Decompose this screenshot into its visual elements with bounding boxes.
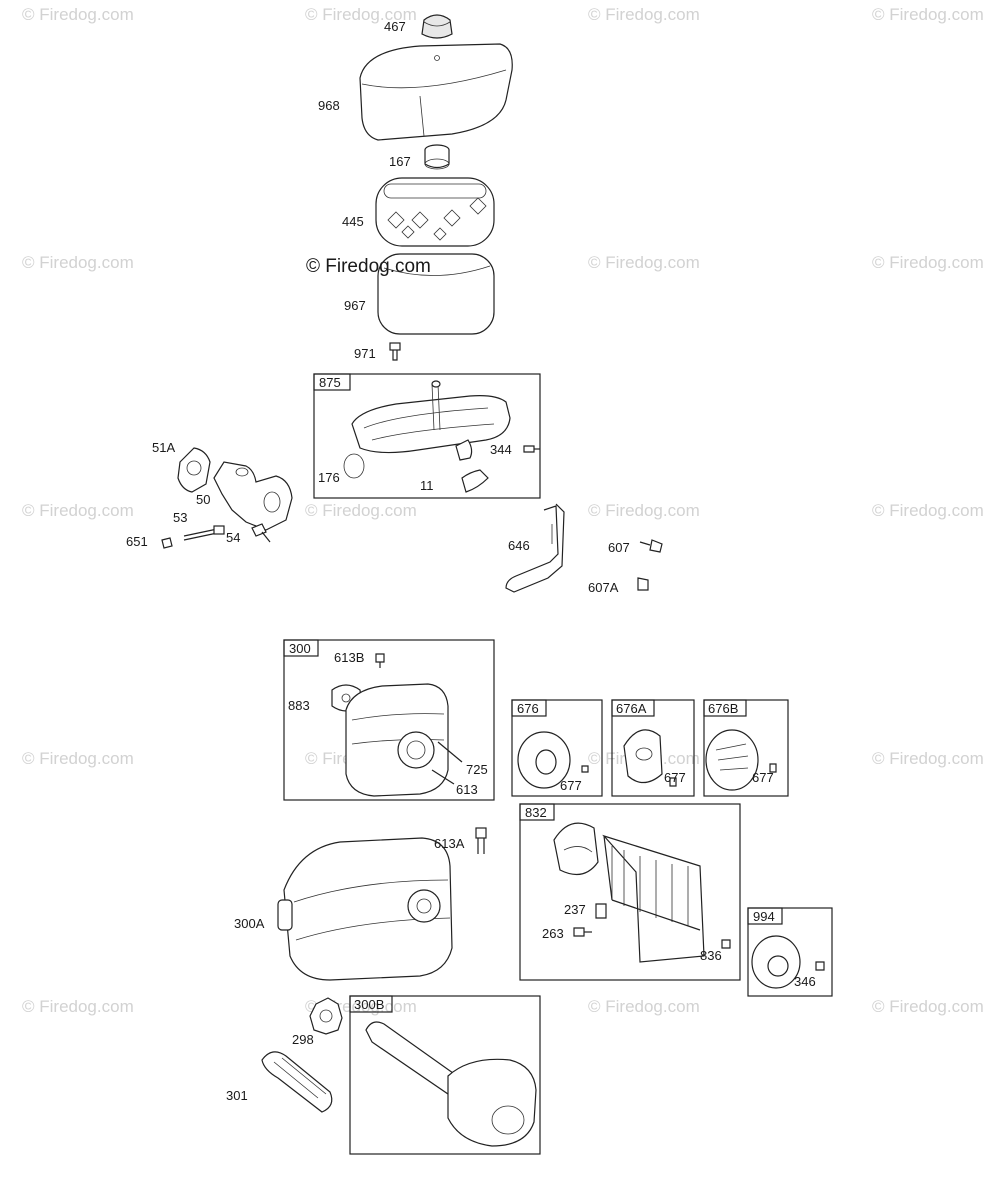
stud-53 — [183, 525, 225, 541]
grommet-167 — [424, 144, 450, 170]
gasket-51a — [177, 447, 211, 493]
callout-613b: 613B — [334, 650, 364, 665]
nut-651 — [161, 537, 173, 549]
callout-298: 298 — [292, 1032, 314, 1047]
watermark: © Firedog.com — [872, 997, 984, 1016]
watermark: © Firedog.com — [22, 997, 134, 1016]
box-994 — [747, 907, 833, 997]
box-676a — [611, 699, 695, 797]
watermark: © Firedog.com — [588, 5, 700, 24]
callout-971: 971 — [354, 346, 376, 361]
callout-725: 725 — [466, 762, 488, 777]
callout-51a: 51A — [152, 440, 175, 455]
box-labels: 875 300 676 676A 676B 832 994 300B — [289, 375, 775, 1012]
callout-54: 54 — [226, 530, 240, 545]
box-label-832: 832 — [525, 805, 547, 820]
screw-607a — [637, 577, 649, 591]
callouts: 467 968 167 445 967 971 344 176 11 51A 5… — [126, 19, 816, 1103]
watermark: © Firedog.com — [22, 501, 134, 520]
callout-651: 651 — [126, 534, 148, 549]
box-label-676b: 676B — [708, 701, 738, 716]
watermark: © Firedog.com — [588, 501, 700, 520]
callout-344: 344 — [490, 442, 512, 457]
watermark: © Firedog.com — [305, 501, 417, 520]
tube-301 — [261, 1051, 333, 1113]
main-watermark: © Firedog.com — [306, 256, 431, 277]
screw-971 — [389, 342, 401, 361]
knob-467 — [421, 14, 453, 39]
callout-11: 11 — [420, 478, 434, 493]
watermark-layer: © Firedog.com © Firedog.com © Firedog.co… — [22, 5, 984, 1016]
callout-836: 836 — [700, 948, 722, 963]
bracket-646 — [505, 503, 565, 593]
watermark: © Firedog.com — [588, 997, 700, 1016]
bolt-613a — [475, 827, 487, 854]
callout-445: 445 — [342, 214, 364, 229]
pre-cleaner-967 — [377, 253, 495, 335]
watermark: © Firedog.com — [872, 749, 984, 768]
callout-176: 176 — [318, 470, 340, 485]
box-832 — [519, 803, 741, 981]
watermark: © Firedog.com — [588, 253, 700, 272]
callout-613a: 613A — [434, 836, 465, 851]
callout-677: 677 — [664, 770, 686, 785]
box-875 — [313, 373, 541, 499]
box-label-300: 300 — [289, 641, 311, 656]
box-676b — [703, 699, 789, 797]
callout-646: 646 — [508, 538, 530, 553]
callout-301: 301 — [226, 1088, 248, 1103]
lockwasher-298 — [309, 997, 343, 1035]
screw-607 — [639, 539, 663, 553]
callout-263: 263 — [542, 926, 564, 941]
watermark: © Firedog.com — [22, 5, 134, 24]
callout-50: 50 — [196, 492, 210, 507]
box-label-300b: 300B — [354, 997, 384, 1012]
callout-968: 968 — [318, 98, 340, 113]
box-label-676: 676 — [517, 701, 539, 716]
callout-167: 167 — [389, 154, 411, 169]
screw-54 — [251, 523, 271, 543]
callout-967: 967 — [344, 298, 366, 313]
box-300 — [283, 639, 495, 801]
watermark: © Firedog.com — [872, 5, 984, 24]
callout-53: 53 — [173, 510, 187, 525]
watermark: © Firedog.com — [872, 253, 984, 272]
callout-346: 346 — [794, 974, 816, 989]
box-label-676a: 676A — [616, 701, 647, 716]
callout-677: 677 — [752, 770, 774, 785]
callout-607a: 607A — [588, 580, 619, 595]
callout-613: 613 — [456, 782, 478, 797]
filter-445 — [375, 177, 495, 247]
callout-300a: 300A — [234, 916, 265, 931]
watermark: © Firedog.com — [872, 501, 984, 520]
callout-677: 677 — [560, 778, 582, 793]
callout-607: 607 — [608, 540, 630, 555]
box-label-994: 994 — [753, 909, 775, 924]
box-676 — [511, 699, 603, 797]
muffler-300a — [277, 837, 453, 981]
elbow-50 — [213, 461, 293, 531]
watermark: © Firedog.com — [22, 253, 134, 272]
callout-237: 237 — [564, 902, 586, 917]
callout-467: 467 — [384, 19, 406, 34]
watermark: © Firedog.com — [22, 749, 134, 768]
watermark: © Firedog.com — [305, 5, 417, 24]
box-300b — [349, 995, 541, 1155]
callout-883: 883 — [288, 698, 310, 713]
box-label-875: 875 — [319, 375, 341, 390]
cover-968 — [359, 43, 513, 141]
